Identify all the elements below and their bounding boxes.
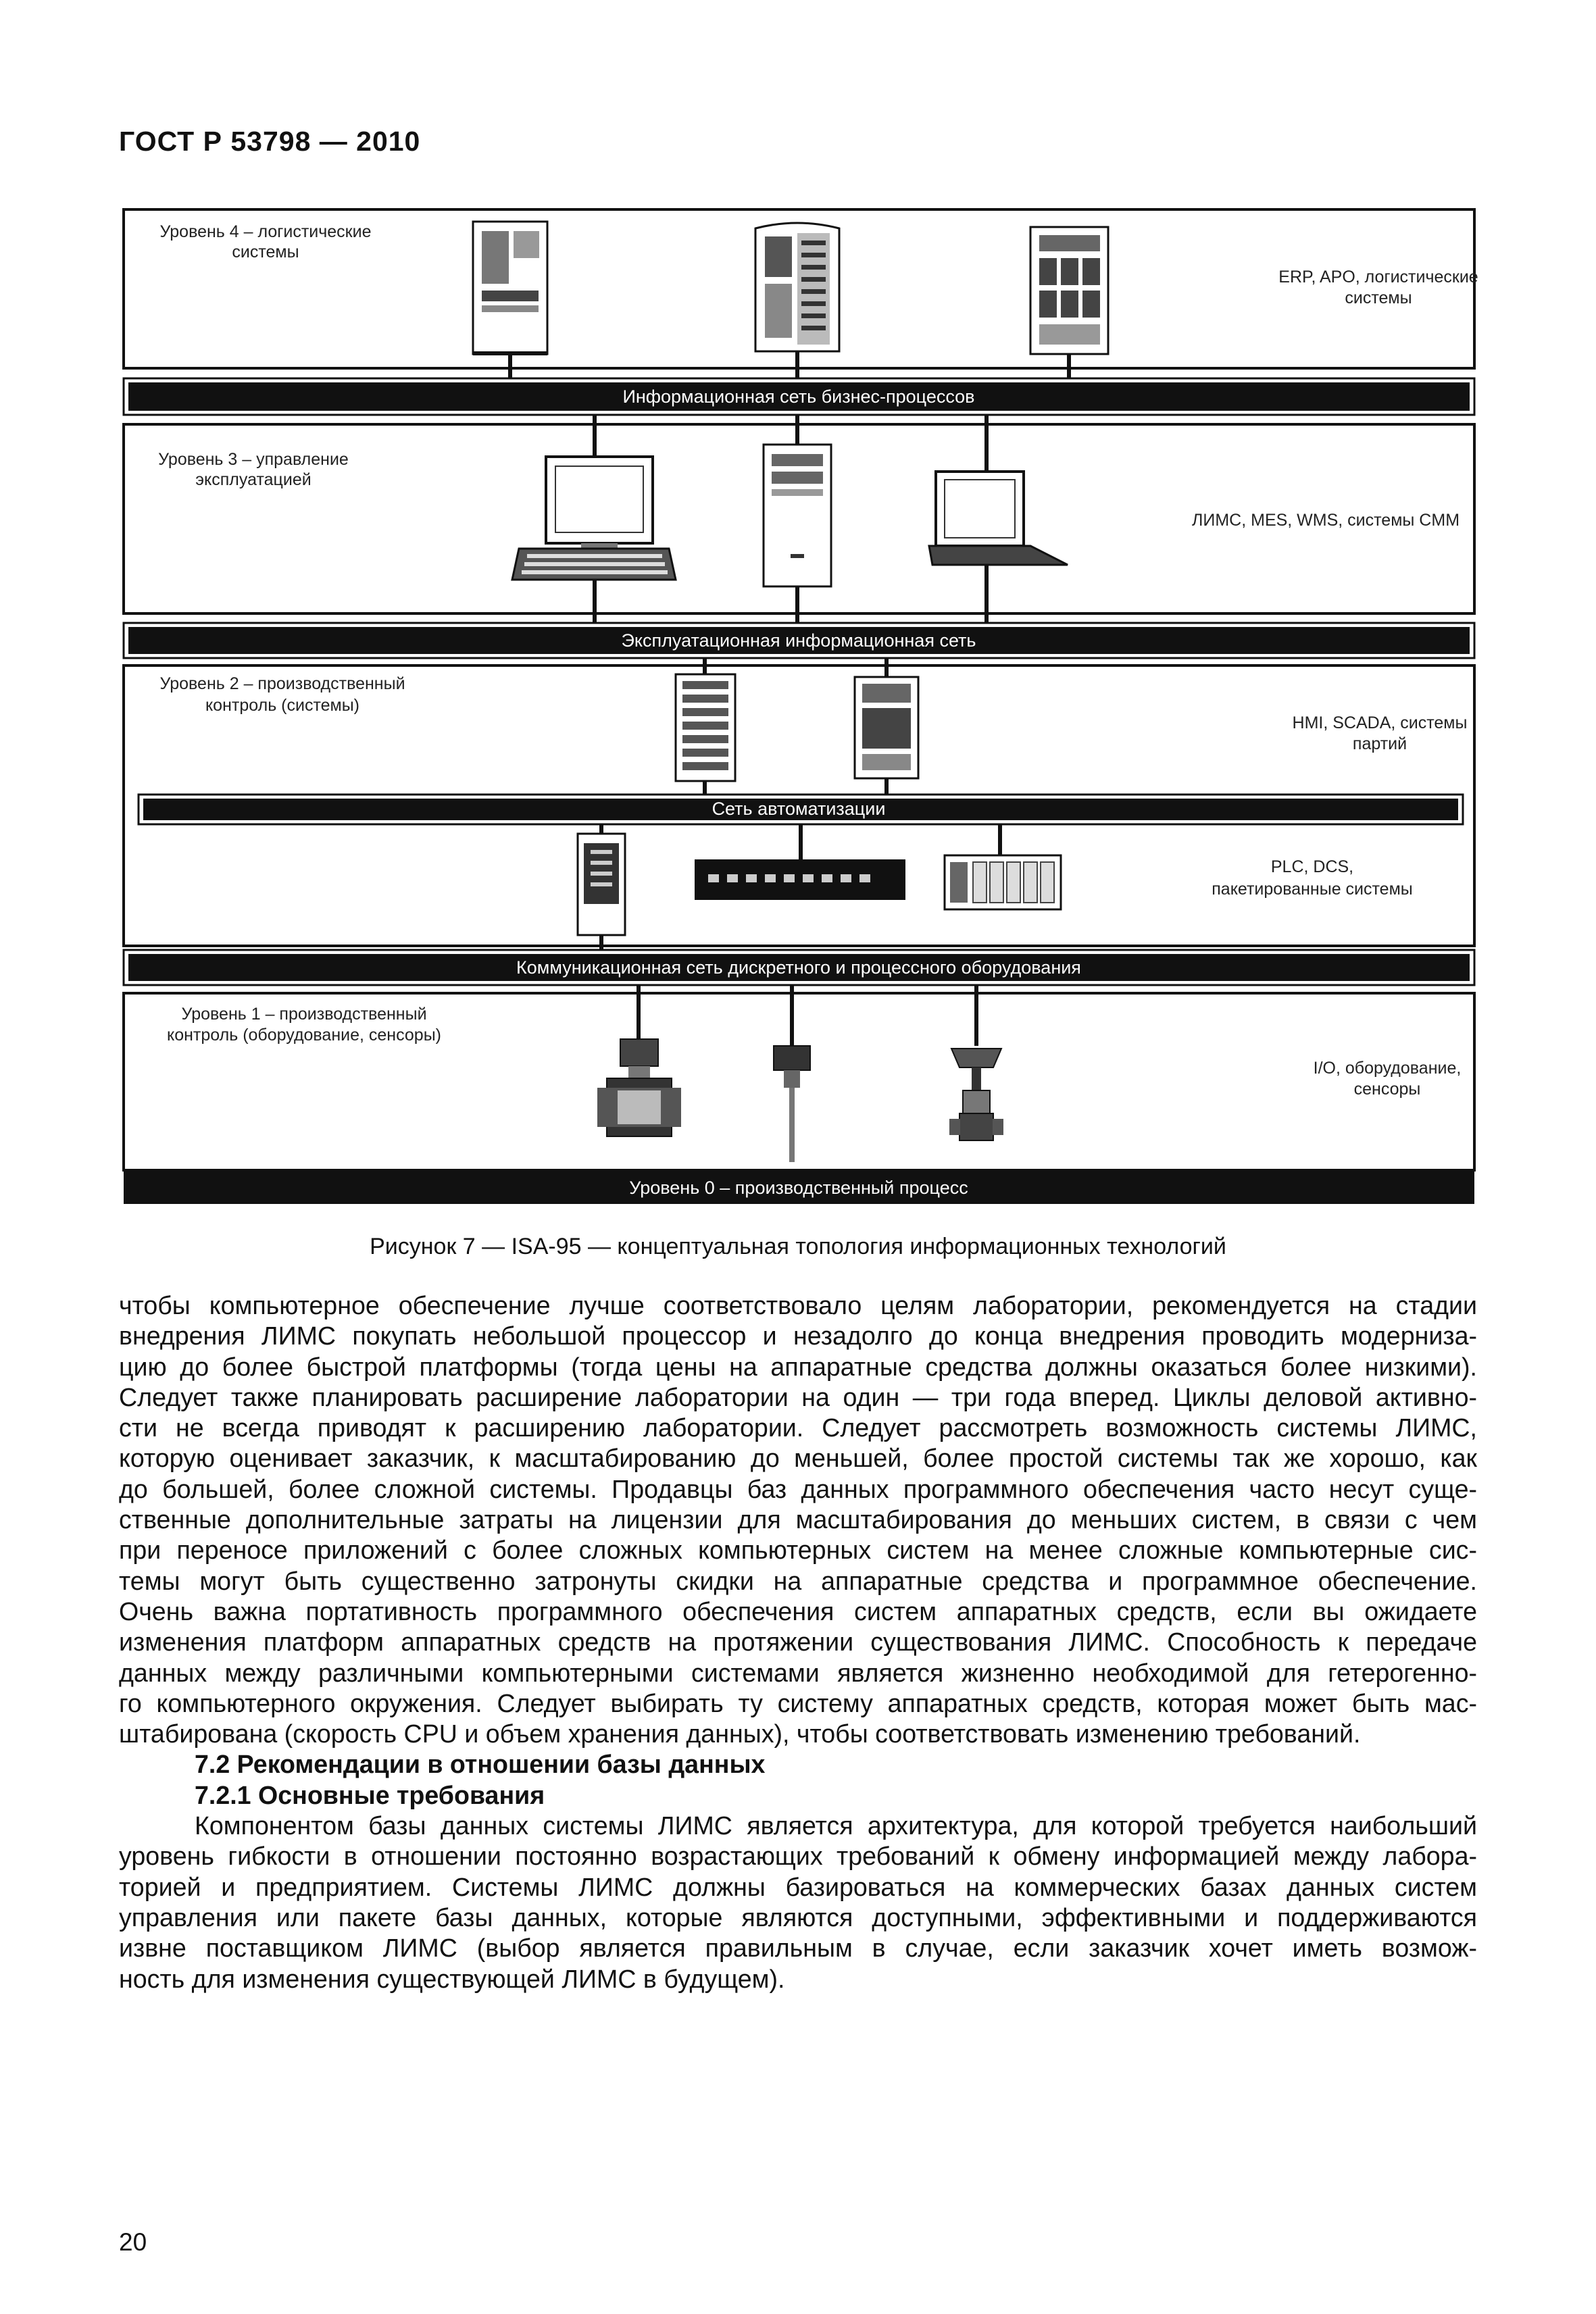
automation-network-label: Сеть автоматизации xyxy=(712,799,886,819)
server-rack-icon xyxy=(1029,226,1109,355)
text-line: штабирована (скорость CPU и объем хранен… xyxy=(119,1719,1361,1749)
text-line: чтобы компьютерное обеспечение лучше соо… xyxy=(119,1291,1477,1319)
operational-network-label: Эксплуатационная информационная сеть xyxy=(621,630,976,651)
laptop-icon xyxy=(928,470,1068,566)
text-line: торией и предприятием. Системы ЛИМС долж… xyxy=(119,1872,1477,1901)
section-heading-7-2: 7.2 Рекомендации в отношении базы данных xyxy=(195,1750,766,1779)
text-line: изменения платформ аппаратных средств на… xyxy=(119,1628,1477,1657)
text-line: при переносе приложений с более сложных … xyxy=(119,1536,1477,1565)
level0-bar xyxy=(124,1172,1474,1204)
body-text: чтобы компьютерное обеспечение лучше соо… xyxy=(119,1290,1477,1994)
equipment-network-label: Коммуникационная сеть дискретного и проц… xyxy=(516,957,1081,978)
level0-label: Уровень 0 – производственный процесс xyxy=(629,1178,968,1198)
text-line: которую оценивает заказчик, к масштабиро… xyxy=(119,1444,1477,1473)
text-line: ность для изменения существующей ЛИМС в … xyxy=(119,1964,785,1993)
figure-caption: Рисунок 7 — ISA-95 — концептуальная топо… xyxy=(370,1234,1226,1259)
desktop-computer-icon xyxy=(511,455,677,581)
sensor-probe-icon xyxy=(773,1045,811,1162)
network-switch-icon xyxy=(695,859,905,900)
section-heading-7-2-1: 7.2.1 Основные требования xyxy=(195,1780,545,1809)
text-line: извне поставщиком ЛИМС (выбор является п… xyxy=(119,1934,1477,1963)
level2b-systems: PLC, DCS,пакетированные системы xyxy=(1212,857,1413,899)
text-line: темы могут быть существенно затронуты ск… xyxy=(119,1566,1477,1595)
control-valve-icon xyxy=(949,1048,1003,1141)
text-line: ственные дополнительные затраты на лицен… xyxy=(119,1505,1477,1534)
text-line: данных между различными компьютерными си… xyxy=(119,1658,1477,1687)
io-rack-icon xyxy=(943,854,1062,911)
text-line: до большей, более сложной системы. Прода… xyxy=(119,1474,1477,1503)
page-number: 20 xyxy=(119,2228,147,2256)
plc-module-icon xyxy=(576,832,626,936)
business-network-label: Информационная сеть бизнес-процессов xyxy=(622,386,974,407)
text-line: Следует также планировать расширение лаб… xyxy=(119,1382,1477,1411)
text-line: внедрения ЛИМС покупать небольшой процес… xyxy=(119,1322,1477,1351)
text-line: Очень важна портативность программного о… xyxy=(119,1596,1477,1626)
text-line: управления или пакете базы данных, котор… xyxy=(119,1903,1477,1932)
text-line: го компьютерного окружения. Следует выби… xyxy=(119,1688,1477,1717)
level1-systems: I/O, оборудование,сенсоры xyxy=(1314,1059,1462,1099)
flow-meter-icon xyxy=(597,1038,681,1137)
text-line: уровень гибкости в отношении постоянно в… xyxy=(119,1842,1477,1871)
text-line: Компонентом базы данных системы ЛИМС явл… xyxy=(195,1811,1477,1840)
document-id: ГОСТ Р 53798 — 2010 xyxy=(119,126,421,157)
text-line: цию до более быстрой платформы (тогда це… xyxy=(119,1352,1477,1381)
server-tower-icon xyxy=(754,222,841,353)
server-tower-icon xyxy=(472,220,549,355)
level3-systems: ЛИМС, MES, WMS, системы CMM xyxy=(1192,511,1460,530)
rack-server-icon xyxy=(674,673,737,782)
tower-pc-icon xyxy=(762,443,832,588)
tower-server-icon xyxy=(853,676,920,780)
text-line: сти не всегда приводят к расширению лабо… xyxy=(119,1413,1477,1442)
